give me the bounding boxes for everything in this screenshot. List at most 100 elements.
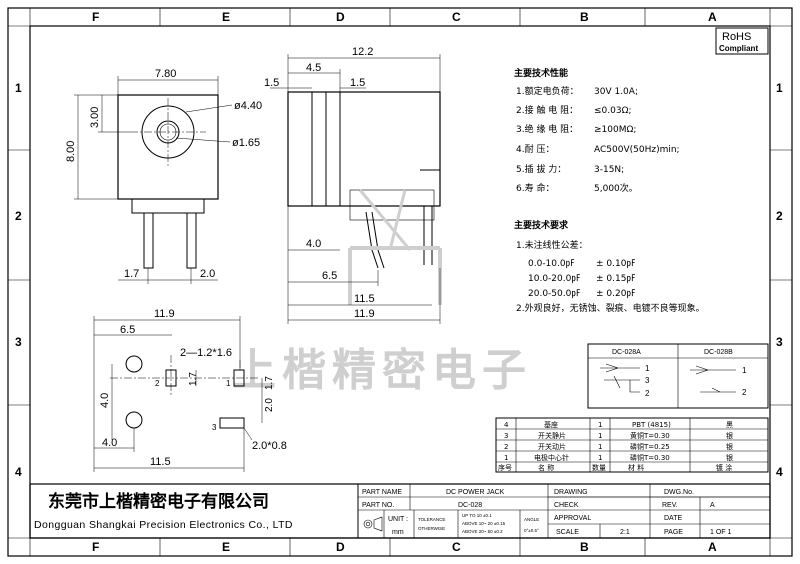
dim-pcb-v3: 2.0 bbox=[264, 398, 275, 412]
req-tol-range: 20.0-50.0㎊ bbox=[528, 289, 580, 299]
bom-header: 材 料 bbox=[628, 463, 644, 472]
bom-cell: 基座 bbox=[544, 420, 558, 429]
spec-label: 2.接 触 电 阻： bbox=[516, 104, 578, 116]
spec-value: ≥100MΩ; bbox=[594, 125, 636, 135]
grid-labels: F E D C B A F E D C B A 1 2 3 4 1 2 3 4 bbox=[15, 10, 783, 554]
spec-block: 主要技术性能 1.额定电负荷： 30V 1.0A; 2.接 触 电 阻： ≤0.… bbox=[514, 67, 705, 314]
check-label: CHECK bbox=[554, 502, 579, 509]
side-view: 12.2 4.5 1.5 1.5 4.0 6.5 11.5 11.9 bbox=[264, 46, 442, 324]
pad-label-2: 2 bbox=[155, 379, 160, 388]
dim-side-b: 1.5 bbox=[264, 77, 279, 89]
date-label: DATE bbox=[664, 515, 682, 522]
req-tol-value: ± 0.15㎊ bbox=[596, 274, 635, 284]
bom-header: 数量 bbox=[592, 463, 606, 472]
row-label-right: 2 bbox=[776, 209, 783, 223]
col-label-bottom: E bbox=[222, 540, 230, 554]
watermark: 上楷精密电子 bbox=[232, 345, 532, 396]
bom-header: 名 称 bbox=[538, 463, 554, 472]
spec-value: AC500V(50Hz)min; bbox=[594, 145, 680, 155]
unit-label: UNIT : bbox=[388, 516, 408, 523]
spec-value: 30V 1.0A; bbox=[594, 87, 638, 97]
title-block: 东莞市上楷精密电子有限公司 Dongguan Shangkai Precisio… bbox=[29, 483, 771, 539]
tol-row: UP TO 10 ±0.1 bbox=[462, 513, 492, 518]
dim-pin-dia: ø1.65 bbox=[232, 137, 260, 149]
dim-pcb-slot: 2—1.2*1.6 bbox=[180, 347, 232, 359]
dim-side-total: 12.2 bbox=[352, 46, 373, 58]
scale-value: 2:1 bbox=[620, 529, 630, 536]
dim-front-height: 8.00 bbox=[65, 141, 77, 162]
rev-value: A bbox=[710, 502, 715, 509]
schematic-b-pin: 2 bbox=[742, 388, 747, 397]
scale-label: SCALE bbox=[556, 529, 579, 536]
pad-label-1: 1 bbox=[226, 379, 231, 388]
bom-cell: 黑 bbox=[726, 421, 733, 429]
bom-cell: 1 bbox=[504, 454, 508, 462]
dim-pcb-slot2: 2.0*0.8 bbox=[252, 440, 287, 452]
bom-cell: 1 bbox=[598, 454, 602, 462]
bom-cell: 2 bbox=[504, 443, 508, 451]
req-tol-title: 1.未注线性公差： bbox=[516, 239, 588, 251]
pad-label-3: 3 bbox=[212, 423, 217, 432]
dim-outer-dia: ø4.40 bbox=[234, 100, 262, 112]
schematic-table: DC-028A DC-028B 1 3 2 1 2 bbox=[587, 343, 769, 409]
bom-cell: 4 bbox=[504, 421, 509, 429]
dim-pcb-b: 4.0 bbox=[102, 437, 117, 449]
spec-label: 6.寿 命： bbox=[516, 182, 554, 194]
col-label-top: C bbox=[452, 10, 461, 24]
row-label-right: 4 bbox=[776, 465, 783, 479]
otherwise-label: OTHERWISE bbox=[418, 526, 445, 531]
page-label: PAGE bbox=[664, 529, 683, 536]
bom-cell: 银 bbox=[726, 431, 733, 440]
bom-cell: 1 bbox=[598, 421, 602, 429]
bom-cell: 1 bbox=[598, 432, 602, 440]
spec-title: 主要技术性能 bbox=[514, 67, 568, 79]
spec-label: 5.插 拔 力： bbox=[516, 163, 566, 175]
row-label-left: 2 bbox=[15, 209, 22, 223]
angle-value: 0°±0.5° bbox=[524, 528, 539, 533]
req-tol-range: 10.0-20.0㎊ bbox=[528, 274, 580, 284]
spec-value: ≤0.03Ω; bbox=[594, 106, 632, 116]
col-label-top: A bbox=[708, 10, 717, 24]
bom-header: 镀 涂 bbox=[716, 463, 732, 472]
dim-pcb-v4: 1.7 bbox=[264, 376, 275, 390]
dim-pin-left: 1.7 bbox=[124, 268, 139, 280]
part-no-value: DC-028 bbox=[458, 502, 482, 509]
front-view: 7.80 8.00 3.00 ø4.40 ø1.65 1.7 2.0 bbox=[65, 68, 262, 284]
company-name-en: Dongguan Shangkai Precision Electronics … bbox=[34, 519, 293, 531]
company-name-cn: 东莞市上楷精密电子有限公司 bbox=[48, 491, 269, 512]
col-label-bottom: D bbox=[336, 540, 345, 554]
pcb-layout: 11.9 6.5 2—1.2*1.6 2 1 3 4.0 1.7 2.0 1.7… bbox=[93, 308, 287, 472]
dim-pin-spacing: 2.0 bbox=[200, 268, 215, 280]
dim-front-width: 7.80 bbox=[155, 68, 176, 80]
drawing-label: DRAWING bbox=[554, 489, 588, 496]
tol-row: ABOVE 20~ 50 ±0.2 bbox=[462, 529, 503, 534]
row-label-left: 1 bbox=[15, 81, 22, 95]
dim-side-f: 11.5 bbox=[354, 293, 375, 305]
schematic-b-pin: 1 bbox=[742, 366, 747, 375]
part-no-label: PART NO. bbox=[362, 502, 394, 509]
col-label-bottom: F bbox=[92, 540, 99, 554]
dim-side-c: 1.5 bbox=[350, 77, 365, 89]
dim-front-hole-offset: 3.00 bbox=[89, 107, 101, 128]
row-label-left: 3 bbox=[15, 335, 22, 349]
bom-cell: 开关动片 bbox=[538, 442, 566, 451]
part-name-label: PART NAME bbox=[362, 489, 402, 496]
bom-cell: 3 bbox=[504, 432, 508, 440]
bom-cell: 1 bbox=[598, 443, 602, 451]
col-label-top: D bbox=[336, 10, 345, 24]
dim-pcb-total: 11.9 bbox=[154, 308, 175, 320]
dim-pcb-v2: 1.7 bbox=[188, 372, 199, 386]
row-label-right: 1 bbox=[776, 81, 783, 95]
spec-value: 3-15N; bbox=[594, 165, 624, 175]
bom-cell: 磷铜T=0.30 bbox=[630, 453, 670, 462]
tol-row: ABOVE 10~ 20 ±0.15 bbox=[462, 521, 506, 526]
dim-side-e: 6.5 bbox=[322, 270, 337, 282]
bom-cell: 银 bbox=[726, 442, 733, 451]
rohs-subtitle: Compliant bbox=[719, 44, 758, 53]
bom-cell: 磷铜T=0.25 bbox=[630, 442, 670, 451]
dim-pcb-c: 11.5 bbox=[150, 456, 171, 468]
row-label-left: 4 bbox=[15, 465, 22, 479]
req-tol-value: ± 0.10㎊ bbox=[596, 259, 635, 269]
schematic-a-pin: 2 bbox=[645, 389, 650, 398]
schematic-a-pin: 3 bbox=[645, 376, 650, 385]
